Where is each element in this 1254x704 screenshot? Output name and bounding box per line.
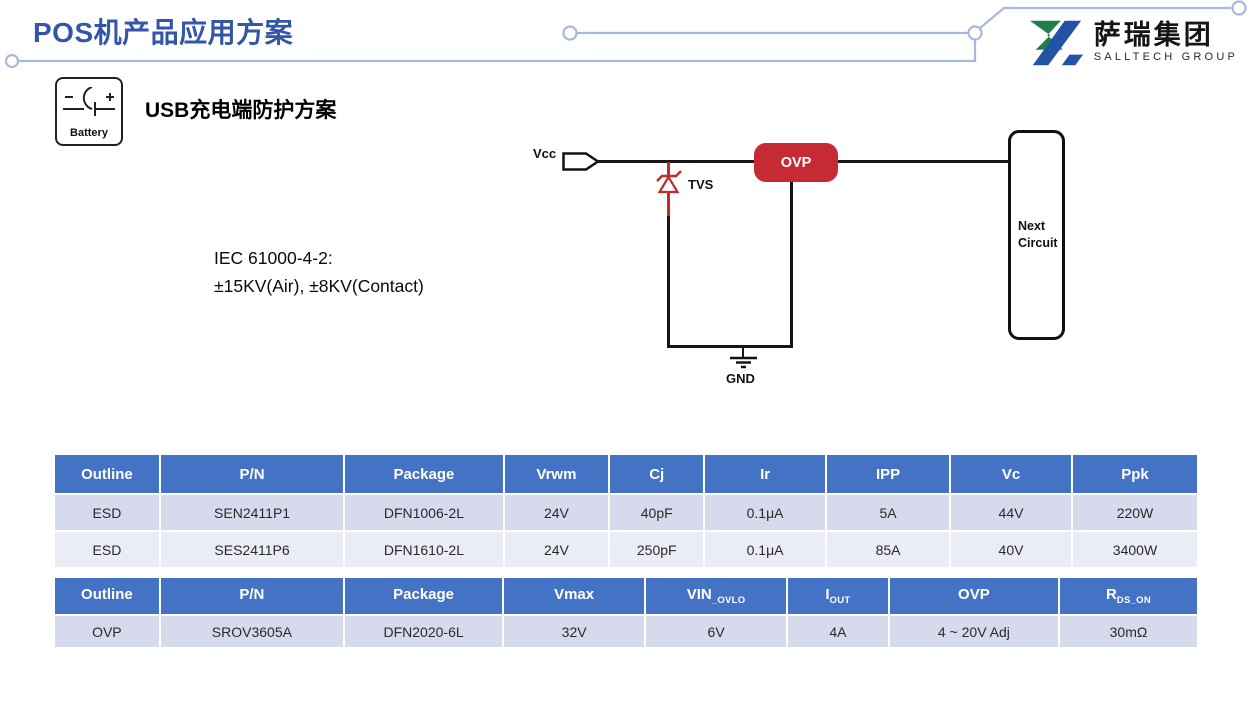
next-circuit-line1: Next <box>1018 219 1046 234</box>
iec-line1: IEC 61000-4-2: <box>214 248 333 268</box>
ovp-spec-table: Outline P/N Package Vmax VIN_OVLO IOUT O… <box>53 576 1199 649</box>
iec-line2: ±15KV(Air), ±8KV(Contact) <box>214 276 424 296</box>
table-cell: 4 ~ 20V Adj <box>889 616 1058 647</box>
table-header-cell: RDS_ON <box>1059 578 1197 614</box>
table-cell: 32V <box>504 616 645 647</box>
table-cell: 0.1μA <box>705 495 826 530</box>
gnd-label: GND <box>726 371 755 386</box>
table-cell: DFN1006-2L <box>345 495 503 530</box>
tvs-diode-icon <box>656 170 682 194</box>
table-header-cell: Ppk <box>1072 455 1197 493</box>
table-header-cell: IOUT <box>788 578 888 614</box>
wire-tvs-black <box>667 216 670 347</box>
table-cell: 40V <box>951 532 1071 567</box>
table-row: ESD SES2411P6 DFN1610-2L 24V 250pF 0.1μA… <box>55 532 1197 567</box>
table-cell: DFN2020-6L <box>345 616 503 647</box>
table-cell: 30mΩ <box>1059 616 1197 647</box>
table-cell: SEN2411P1 <box>160 495 344 530</box>
next-circuit-box: Next Circuit <box>1008 130 1065 340</box>
table-cell: 220W <box>1072 495 1197 530</box>
table-header-cell: Outline <box>55 455 159 493</box>
table-cell: 4A <box>788 616 888 647</box>
table-cell: 44V <box>951 495 1071 530</box>
table-cell: 5A <box>827 495 950 530</box>
esd-spec-table: Outline P/N Package Vrwm Cj Ir IPP Vc Pp… <box>53 453 1199 569</box>
battery-label: Battery <box>70 127 108 139</box>
table-header-cell: Vmax <box>504 578 645 614</box>
table-cell: 40pF <box>610 495 704 530</box>
battery-icon: Battery <box>55 77 123 146</box>
table-header-cell: OVP <box>889 578 1058 614</box>
table-header-cell: Cj <box>610 455 704 493</box>
table-cell: 250pF <box>610 532 704 567</box>
table-cell: 24V <box>504 532 609 567</box>
table-cell: SES2411P6 <box>160 532 344 567</box>
table-cell: 0.1μA <box>705 532 826 567</box>
table-cell: ESD <box>55 532 159 567</box>
vcc-connector-icon <box>562 152 600 171</box>
wire-gnd-stub <box>741 348 745 357</box>
circuit-trace-decoration <box>4 0 1247 69</box>
tvs-label: TVS <box>688 177 714 192</box>
logo-name-cn: 萨瑞集团 <box>1093 19 1214 50</box>
gnd-symbol-icon <box>730 356 757 369</box>
page-title: POS机产品应用方案 <box>33 17 294 48</box>
table-header-cell: Outline <box>55 578 159 614</box>
ovp-chip: OVP <box>754 143 838 182</box>
table-cell: OVP <box>55 616 159 647</box>
logo: 萨瑞集团 SALLTECH GROUP <box>1026 16 1238 68</box>
table-header-cell: Package <box>345 578 503 614</box>
wire-bottom <box>667 345 793 349</box>
table-row: ESD SEN2411P1 DFN1006-2L 24V 40pF 0.1μA … <box>55 495 1197 530</box>
table-header-cell: P/N <box>160 578 344 614</box>
wire-ovp-down <box>790 182 794 347</box>
table-header-cell: Package <box>345 455 503 493</box>
table-header-cell: Vc <box>951 455 1071 493</box>
section-subtitle: USB充电端防护方案 <box>145 99 337 122</box>
vcc-label: Vcc <box>533 146 557 161</box>
table-cell: 85A <box>827 532 950 567</box>
table-header-cell: Vrwm <box>504 455 609 493</box>
table-header-cell: Ir <box>705 455 826 493</box>
table-cell: 6V <box>646 616 787 647</box>
logo-name-en: SALLTECH GROUP <box>1093 50 1238 63</box>
salltech-logo-icon <box>1029 20 1083 66</box>
iec-standard-note: IEC 61000-4-2: ±15KV(Air), ±8KV(Contact) <box>214 244 424 300</box>
table-cell: DFN1610-2L <box>345 532 503 567</box>
next-circuit-line2: Circuit <box>1018 236 1058 250</box>
table-row: OVP SROV3605A DFN2020-6L 32V 6V 4A 4 ~ 2… <box>55 616 1197 647</box>
table-cell: SROV3605A <box>160 616 344 647</box>
battery-symbol-icon <box>63 87 115 116</box>
table-cell: 24V <box>504 495 609 530</box>
table-header-cell: P/N <box>160 455 344 493</box>
table-cell: ESD <box>55 495 159 530</box>
table-header-cell: IPP <box>827 455 950 493</box>
table-header-cell: VIN_OVLO <box>646 578 787 614</box>
table-cell: 3400W <box>1072 532 1197 567</box>
